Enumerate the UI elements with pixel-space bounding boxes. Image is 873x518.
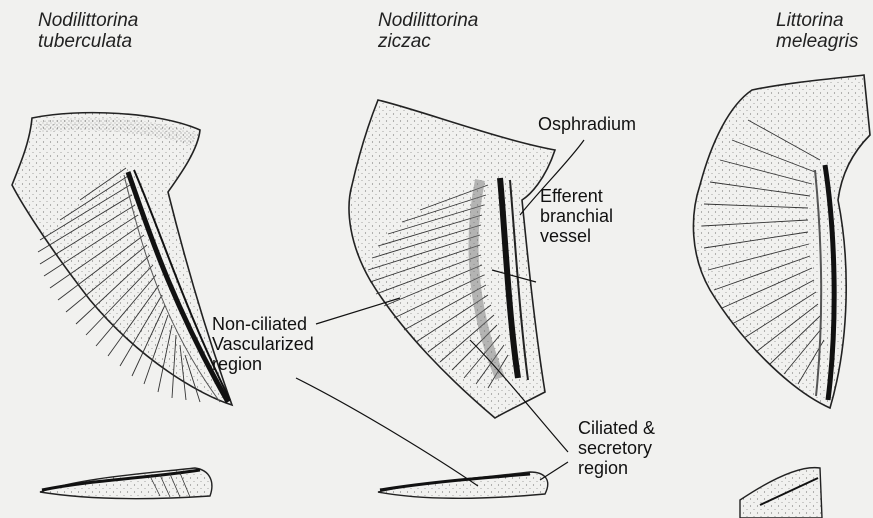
ziczac-gill-drawing <box>349 100 555 498</box>
label-efferent-branchial-vessel: Efferent branchial vessel <box>540 186 613 246</box>
label-ciliated-secretory-region: Ciliated & secretory region <box>578 418 655 478</box>
label-line: branchial <box>540 206 613 226</box>
species-genus: Nodilittorina <box>378 10 478 31</box>
label-line: vessel <box>540 226 613 246</box>
ciliated-leader-lower <box>540 462 568 480</box>
label-line: Efferent <box>540 186 613 206</box>
species-genus: Littorina <box>776 10 858 31</box>
label-line: secretory <box>578 438 655 458</box>
species-epithet: ziczac <box>378 31 478 52</box>
species-epithet: tuberculata <box>38 31 138 52</box>
species-title-meleagris: Littorina meleagris <box>776 10 858 52</box>
label-line: region <box>212 354 314 374</box>
label-line: Osphradium <box>538 114 636 134</box>
label-line: Non-ciliated <box>212 314 314 334</box>
species-title-tuberculata: Nodilittorina tuberculata <box>38 10 138 52</box>
label-line: Vascularized <box>212 334 314 354</box>
nonciliated-leader-lower <box>296 378 478 486</box>
species-genus: Nodilittorina <box>38 10 138 31</box>
label-line: Ciliated & <box>578 418 655 438</box>
label-non-ciliated-region: Non-ciliated Vascularized region <box>212 314 314 374</box>
label-osphradium: Osphradium <box>538 114 636 134</box>
species-title-ziczac: Nodilittorina ziczac <box>378 10 478 52</box>
meleagris-gill-drawing <box>693 75 870 518</box>
tuberculata-gill-drawing <box>12 113 232 499</box>
species-epithet: meleagris <box>776 31 858 52</box>
label-line: region <box>578 458 655 478</box>
nonciliated-leader-upper <box>316 298 400 324</box>
